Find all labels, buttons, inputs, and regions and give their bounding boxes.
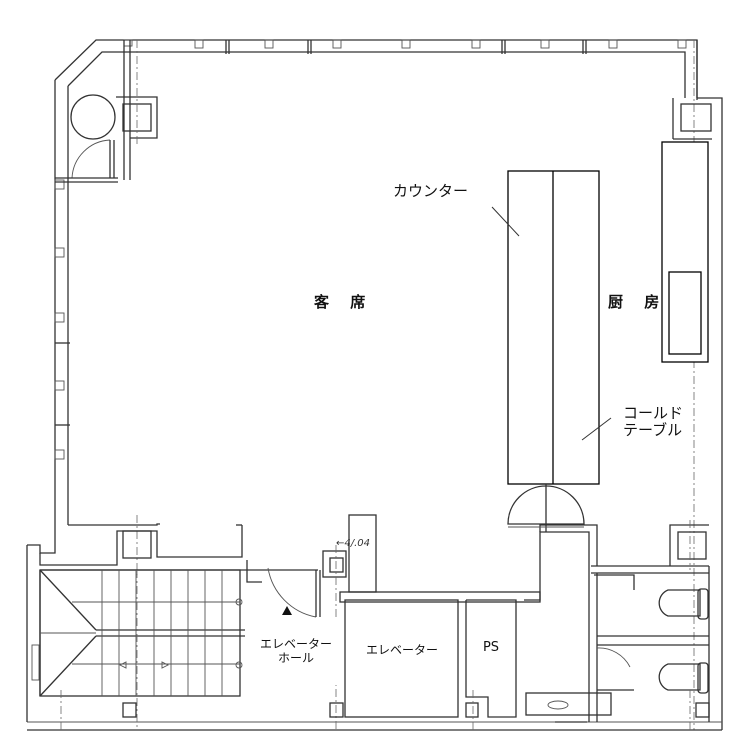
elevator-hall-door	[246, 560, 321, 618]
pipe-space	[465, 599, 517, 730]
room-label-elevator-hall: エレベーター ホール	[252, 637, 340, 666]
entry-marker-icon	[282, 606, 292, 615]
elevator-hall-line1: エレベーター	[259, 637, 332, 651]
cold-table-line1: コールド	[623, 404, 684, 422]
kitchen-unit	[581, 141, 709, 441]
right-lower-column	[669, 520, 709, 570]
counter	[491, 170, 600, 485]
cold-table-line2: テーブル	[623, 421, 683, 440]
elevator-hall-line2: ホール	[277, 650, 314, 665]
swing-door	[507, 484, 585, 532]
room-label-dining: 客 席	[314, 293, 374, 311]
room-label-ps: PS	[482, 640, 500, 655]
top-left-shaft	[55, 40, 158, 183]
elevator-hall-label-bg	[250, 620, 343, 685]
left-wall-marks	[54, 179, 70, 460]
fixture-label-cold-table: コールド テーブル	[623, 404, 684, 440]
staircase	[39, 569, 245, 730]
top-wall-marks	[123, 39, 687, 54]
corridor	[524, 524, 612, 723]
room-label-elevator: エレベーター	[365, 643, 438, 657]
toilets	[591, 565, 710, 730]
top-right-column	[672, 98, 712, 140]
dining-bottom-wall	[26, 515, 318, 722]
outer-walls	[27, 39, 723, 731]
fixture-label-counter: カウンター	[393, 182, 469, 200]
handwritten-note: ←4/.04	[336, 538, 371, 549]
room-label-kitchen: 厨 房	[608, 293, 668, 311]
